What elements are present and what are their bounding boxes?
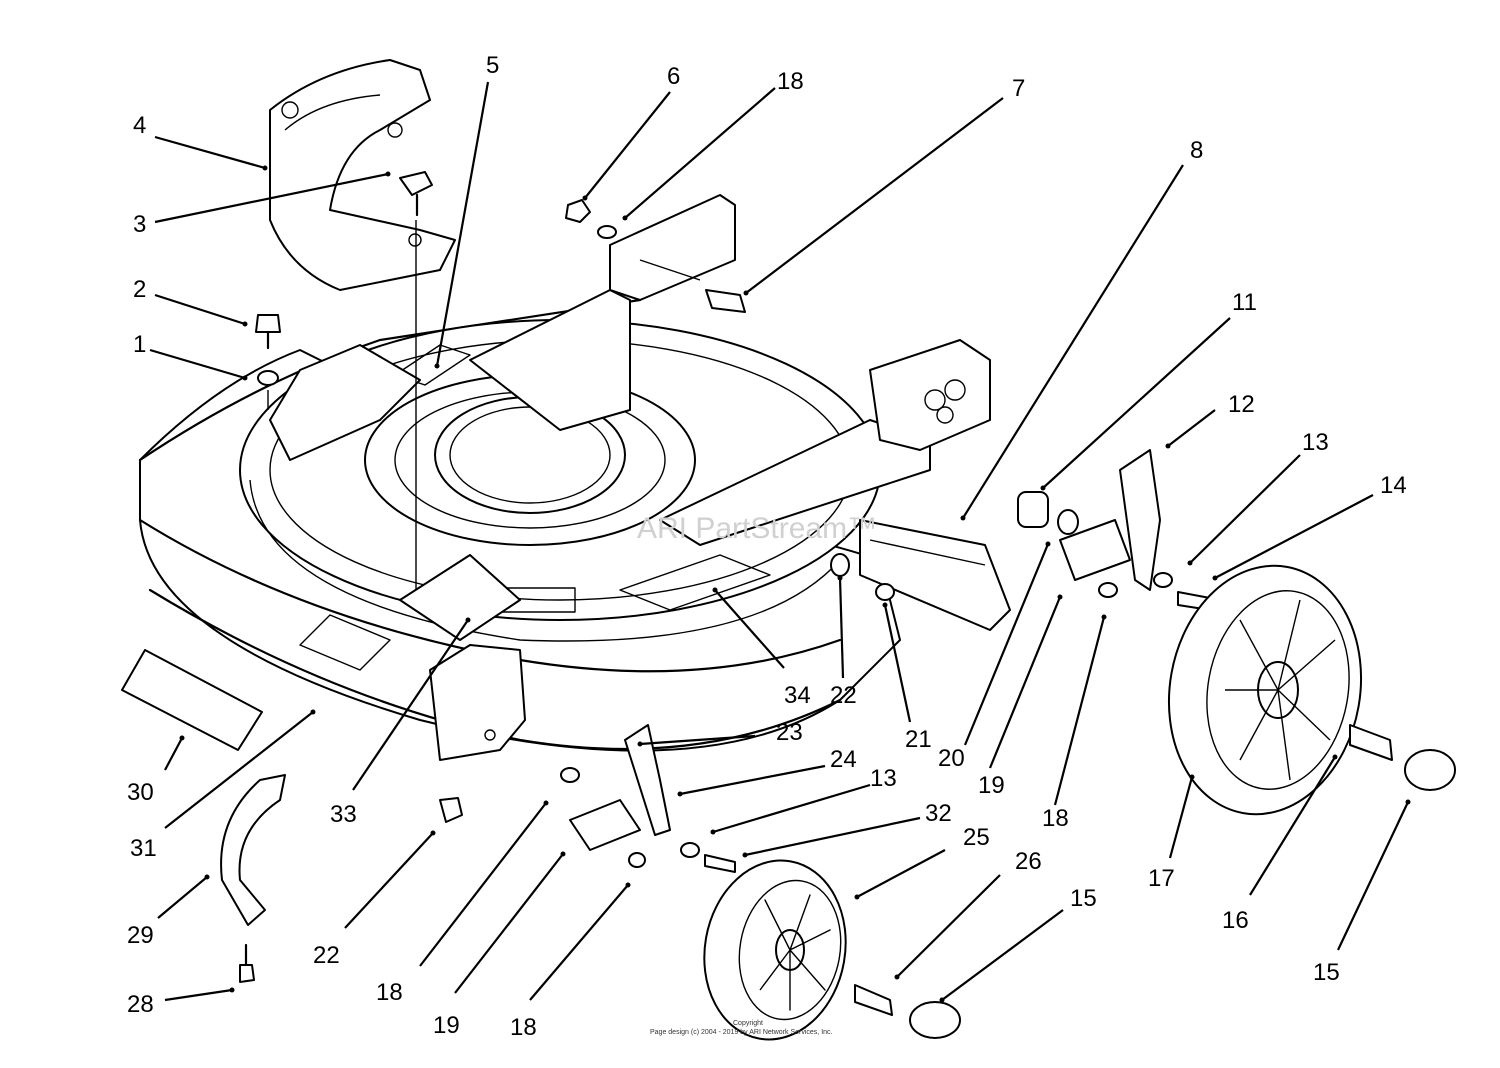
callout-18: 18 <box>777 68 804 95</box>
callout-19: 19 <box>978 772 1005 799</box>
callout-15: 15 <box>1313 959 1340 986</box>
callout-31: 31 <box>130 835 157 862</box>
bolt-and-spacer <box>255 314 281 410</box>
callout-22: 22 <box>313 942 340 969</box>
callout-labels: 4 3 2 1 5 6 18 7 8 11 12 13 14 34 22 21 … <box>127 52 1407 1041</box>
grass-deflector <box>269 59 456 291</box>
callout-5: 5 <box>486 52 499 79</box>
callout-7: 7 <box>1012 75 1025 102</box>
callout-24: 24 <box>830 746 857 773</box>
callout-34: 34 <box>784 682 811 709</box>
callout-4: 4 <box>133 112 146 139</box>
callout-26: 26 <box>1015 848 1042 875</box>
right-rear-wheel <box>1167 564 1456 816</box>
callout-23: 23 <box>776 719 803 746</box>
copyright-line-1: Copyright <box>733 1020 763 1027</box>
callout-3: 3 <box>133 211 146 238</box>
callout-14: 14 <box>1380 472 1407 499</box>
callout-18: 18 <box>1042 805 1069 832</box>
left-axle-assembly <box>429 644 736 873</box>
callout-1: 1 <box>133 331 146 358</box>
callout-11: 11 <box>1232 289 1257 316</box>
callout-19: 19 <box>433 1012 460 1039</box>
callout-29: 29 <box>127 922 154 949</box>
callout-16: 16 <box>1222 907 1249 934</box>
top-hardware <box>565 199 746 313</box>
callout-13: 13 <box>1302 429 1329 456</box>
copyright-line-2: Page design (c) 2004 - 2019 by ARI Netwo… <box>650 1029 833 1036</box>
rear-cover-plate <box>859 519 1011 631</box>
callout-28: 28 <box>127 991 154 1018</box>
callout-32: 32 <box>925 800 952 827</box>
callout-17: 17 <box>1148 865 1175 892</box>
callout-6: 6 <box>667 63 680 90</box>
callout-25: 25 <box>963 824 990 851</box>
callout-30: 30 <box>127 779 154 806</box>
watermark: ARI PartStream™ <box>637 512 877 545</box>
callout-2: 2 <box>133 276 146 303</box>
callout-22: 22 <box>830 682 857 709</box>
mower-deck-housing <box>138 194 991 752</box>
deflector-knob <box>399 171 433 590</box>
leader-lines <box>149 81 1409 1002</box>
callout-13: 13 <box>870 765 897 792</box>
callout-18: 18 <box>376 979 403 1006</box>
callout-33: 33 <box>330 801 357 828</box>
left-front-wheel <box>703 859 961 1041</box>
callout-8: 8 <box>1190 137 1203 164</box>
leader-dots <box>179 165 1411 1003</box>
flap-label <box>121 649 263 751</box>
right-axle-assembly <box>830 449 1211 611</box>
callout-21: 21 <box>905 726 932 753</box>
callout-15: 15 <box>1070 885 1097 912</box>
callout-18: 18 <box>510 1014 537 1041</box>
callout-20: 20 <box>938 745 965 772</box>
strap-bracket <box>220 774 286 983</box>
callout-12: 12 <box>1228 391 1255 418</box>
